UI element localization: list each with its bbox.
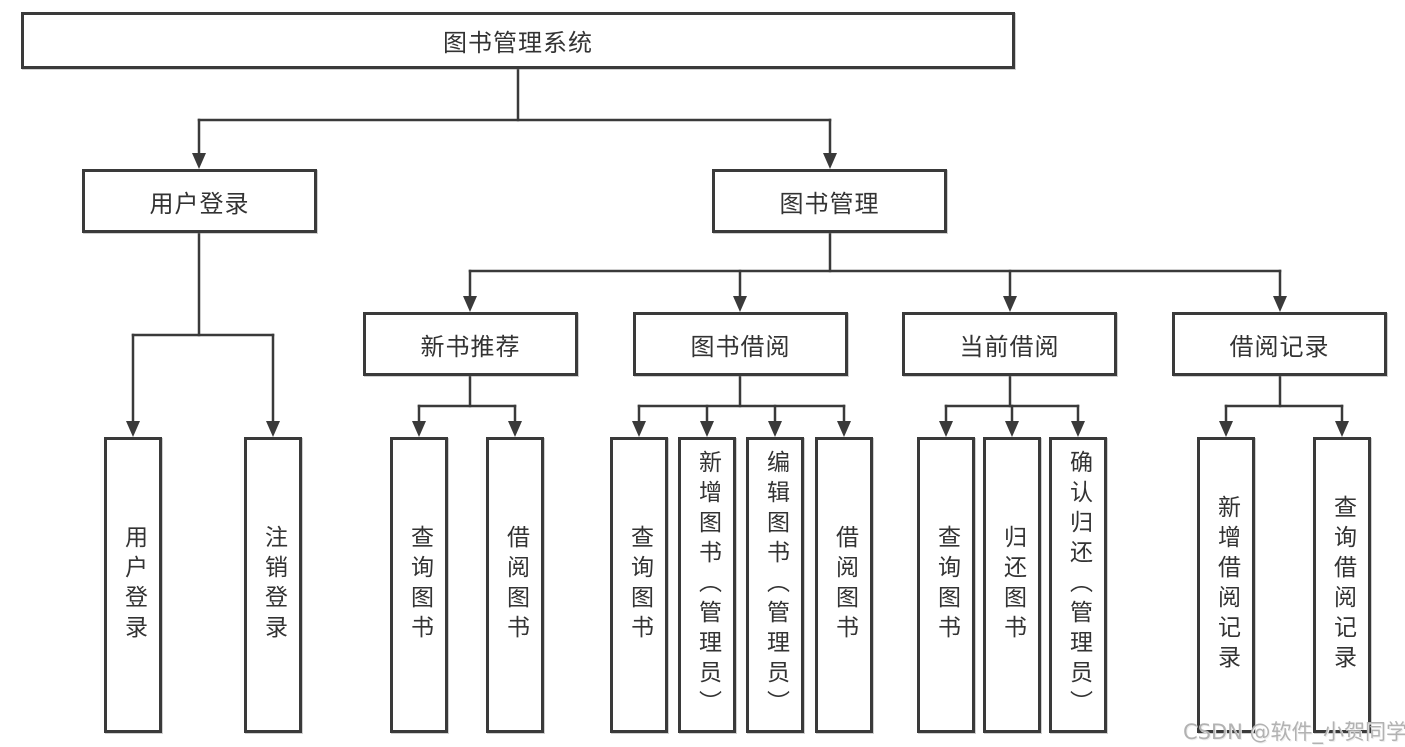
leaf-bb-add-books-admin-label: 新增图书（管理员）	[694, 450, 721, 720]
leaf-br-query-record-label: 查询借阅记录	[1329, 495, 1356, 675]
leaf-logout: 注销登录	[244, 437, 302, 733]
node-user-login: 用户登录	[82, 169, 317, 233]
leaf-br-add-record: 新增借阅记录	[1197, 437, 1255, 733]
csdn-watermark: CSDN @软件_小贺同学	[1183, 720, 1405, 744]
leaf-user-login-label: 用户登录	[120, 525, 147, 645]
leaf-bb-edit-books-admin-label: 编辑图书（管理员）	[762, 450, 789, 720]
leaf-bb-borrow-books: 借阅图书	[815, 437, 873, 733]
leaf-bb-add-books-admin: 新增图书（管理员）	[678, 437, 736, 733]
leaf-cb-query-books: 查询图书	[917, 437, 975, 733]
leaf-user-login: 用户登录	[104, 437, 162, 733]
leaf-cb-return-books: 归还图书	[983, 437, 1041, 733]
leaf-bb-edit-books-admin: 编辑图书（管理员）	[746, 437, 804, 733]
node-book-borrow: 图书借阅	[633, 312, 848, 376]
leaf-nbr-borrow-books-label: 借阅图书	[502, 525, 529, 645]
leaf-nbr-query-books-label: 查询图书	[406, 525, 433, 645]
leaf-nbr-borrow-books: 借阅图书	[486, 437, 544, 733]
leaf-bb-query-books: 查询图书	[610, 437, 668, 733]
leaf-bb-query-books-label: 查询图书	[626, 525, 653, 645]
node-library-management-system: 图书管理系统	[21, 12, 1015, 69]
leaf-bb-borrow-books-label: 借阅图书	[831, 525, 858, 645]
leaf-cb-query-books-label: 查询图书	[933, 525, 960, 645]
node-book-management: 图书管理	[712, 169, 947, 233]
leaf-cb-return-books-label: 归还图书	[999, 525, 1026, 645]
leaf-logout-label: 注销登录	[260, 525, 287, 645]
leaf-br-add-record-label: 新增借阅记录	[1213, 495, 1240, 675]
leaf-nbr-query-books: 查询图书	[390, 437, 448, 733]
leaf-cb-confirm-return-admin-label: 确认归还（管理员）	[1065, 450, 1092, 720]
leaf-br-query-record: 查询借阅记录	[1313, 437, 1371, 733]
node-borrow-records: 借阅记录	[1172, 312, 1387, 376]
leaf-cb-confirm-return-admin: 确认归还（管理员）	[1049, 437, 1107, 733]
node-current-borrow: 当前借阅	[902, 312, 1117, 376]
node-new-book-recommend: 新书推荐	[363, 312, 578, 376]
